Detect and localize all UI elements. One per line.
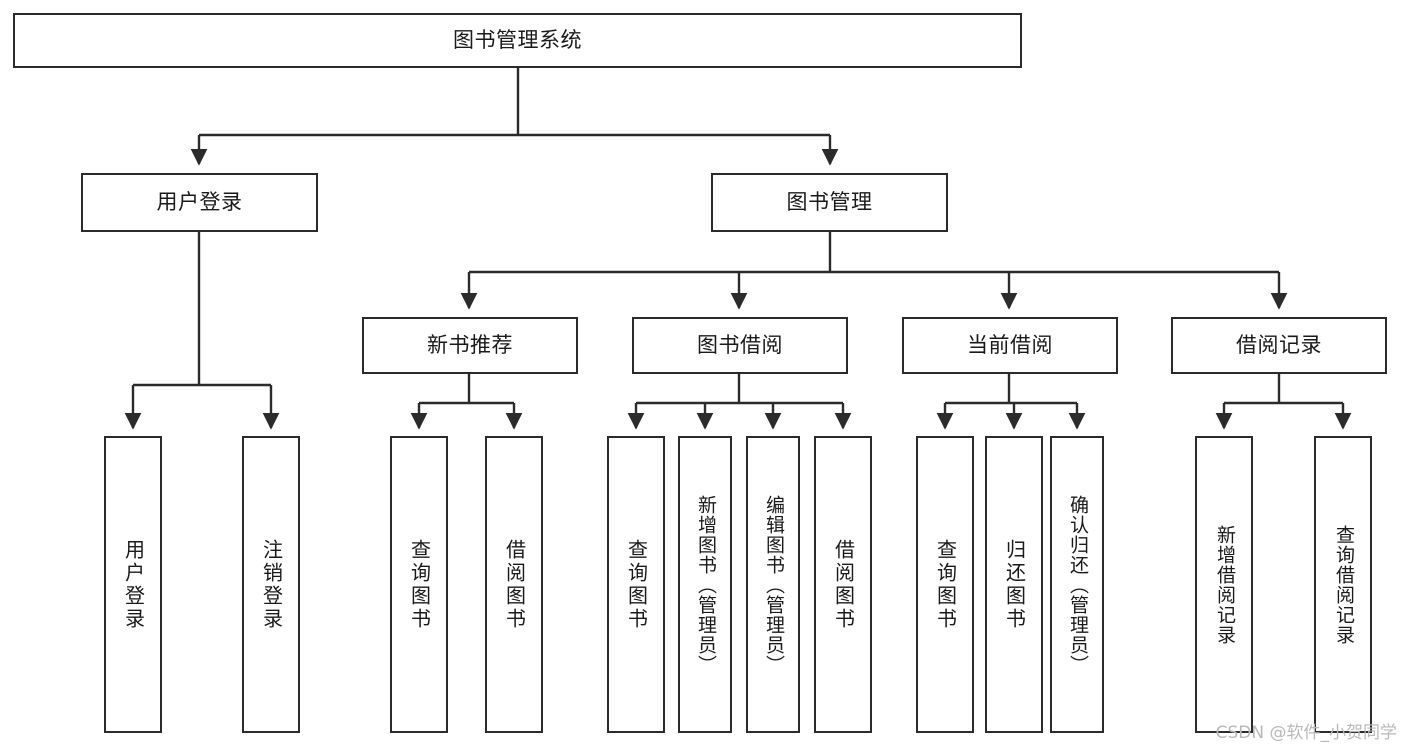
node-label: 新增借阅记录 bbox=[1213, 524, 1236, 645]
node-label: 用户登录 bbox=[156, 189, 243, 214]
node-current-borrow[interactable]: 当前借阅 bbox=[902, 317, 1118, 374]
node-user-login[interactable]: 用户登录 bbox=[81, 173, 318, 232]
node-label: 归还图书 bbox=[1002, 538, 1027, 631]
node-label: 图书借阅 bbox=[697, 332, 783, 357]
leaf-record-add-borrow-record[interactable]: 新增借阅记录 bbox=[1195, 436, 1253, 733]
node-label: 查询图书 bbox=[624, 538, 649, 631]
node-label: 注销登录 bbox=[259, 538, 284, 631]
node-label: 图书管理系统 bbox=[453, 27, 582, 52]
node-book-borrow[interactable]: 图书借阅 bbox=[632, 317, 848, 374]
leaf-current-return-book[interactable]: 归还图书 bbox=[985, 436, 1043, 733]
node-label: 查询图书 bbox=[407, 538, 432, 631]
node-label: 借阅图书 bbox=[502, 538, 527, 631]
leaf-borrow-edit-book-admin[interactable]: 编辑图书（管理员） bbox=[746, 436, 800, 733]
node-label: 新书推荐 bbox=[427, 332, 513, 357]
node-label: 查询图书 bbox=[933, 538, 958, 631]
node-label: 编辑图书（管理员） bbox=[762, 494, 785, 675]
leaf-user-login[interactable]: 用户登录 bbox=[104, 436, 162, 733]
node-borrow-record[interactable]: 借阅记录 bbox=[1171, 317, 1387, 374]
node-label: 新增图书（管理员） bbox=[694, 494, 717, 675]
node-label: 查询借阅记录 bbox=[1332, 524, 1355, 645]
leaf-current-query-book[interactable]: 查询图书 bbox=[916, 436, 974, 733]
node-root-system[interactable]: 图书管理系统 bbox=[13, 13, 1022, 68]
leaf-rec-query-book[interactable]: 查询图书 bbox=[390, 436, 448, 733]
node-label: 借阅图书 bbox=[831, 538, 856, 631]
leaf-logout-login[interactable]: 注销登录 bbox=[242, 436, 300, 733]
leaf-current-confirm-return-admin[interactable]: 确认归还（管理员） bbox=[1050, 436, 1104, 733]
node-label: 当前借阅 bbox=[967, 332, 1053, 357]
leaf-rec-borrow-book[interactable]: 借阅图书 bbox=[485, 436, 543, 733]
leaf-borrow-query-book[interactable]: 查询图书 bbox=[607, 436, 665, 733]
leaf-borrow-add-book-admin[interactable]: 新增图书（管理员） bbox=[678, 436, 732, 733]
node-new-book-recommend[interactable]: 新书推荐 bbox=[362, 317, 578, 374]
leaf-borrow-borrow-book[interactable]: 借阅图书 bbox=[814, 436, 872, 733]
node-label: 确认归还（管理员） bbox=[1066, 494, 1089, 675]
node-label: 图书管理 bbox=[786, 189, 873, 214]
node-label: 用户登录 bbox=[121, 538, 146, 631]
node-label: 借阅记录 bbox=[1236, 332, 1322, 357]
node-book-management[interactable]: 图书管理 bbox=[711, 173, 948, 232]
leaf-record-query-borrow-record[interactable]: 查询借阅记录 bbox=[1314, 436, 1372, 733]
